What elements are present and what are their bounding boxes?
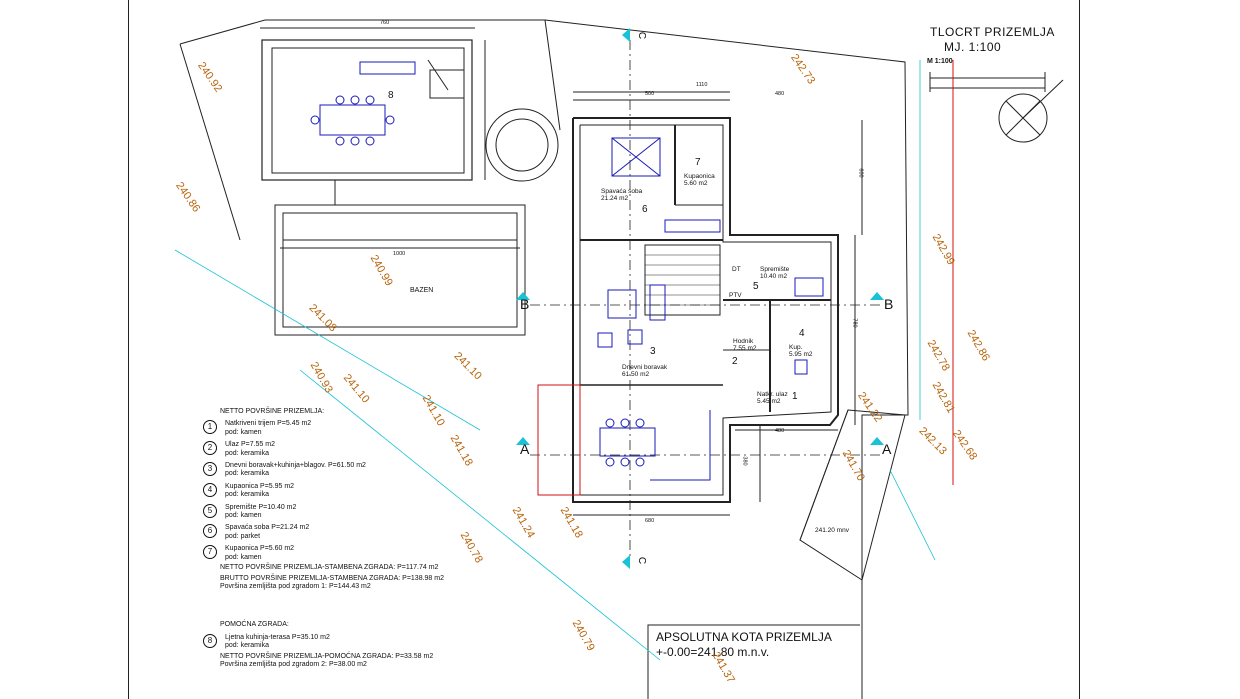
section-a-left: A <box>520 441 530 457</box>
dim-label: 1000 <box>393 251 406 257</box>
red-outline <box>537 384 581 496</box>
legend-total: BRUTTO POVRŠINE PRIZEMLJA-STAMBENA ZGRAD… <box>220 574 444 582</box>
section-c-bottom: C <box>636 556 648 565</box>
room-1-number: 1 <box>792 391 798 402</box>
section-a-right: A <box>882 441 892 457</box>
dt-label: DT <box>732 266 741 273</box>
terrace-outline <box>799 409 906 581</box>
dim-label: 480 <box>775 428 785 434</box>
dim-label: 760 <box>380 20 390 26</box>
legend-aux-total: NETTO POVRŠINE PRIZEMLJA-POMOĆNA ZGRADA:… <box>220 652 434 660</box>
north-compass-icon <box>998 93 1048 143</box>
drawing-title: TLOCRT PRIZEMLJA <box>930 25 1055 39</box>
room-bathroom4-label: Kup.5.95 m2 <box>789 344 813 358</box>
legend-total: Površina zemljišta pod zgradom 1: P=144.… <box>220 582 371 590</box>
legend-total: NETTO POVRŠINE PRIZEMLJA-STAMBENA ZGRADA… <box>220 564 439 572</box>
room-2-number: 2 <box>732 356 738 367</box>
legend-heading: NETTO POVRŠINE PRIZEMLJA: <box>220 408 325 415</box>
room-5-number: 5 <box>753 281 759 292</box>
site-boundary <box>179 19 909 699</box>
legend-aux-total: Površina zemljišta pod zgradom 2: P=38.0… <box>220 660 367 668</box>
terrain-level-label: 241.20 mnv <box>815 527 849 534</box>
section-b-right: B <box>884 296 894 312</box>
dim-label: 480 <box>775 91 785 97</box>
dim-label: 500 <box>645 91 655 97</box>
scale-bar-label: M 1:100 <box>927 58 953 65</box>
room-7-number: 7 <box>695 157 701 168</box>
dim-label: 600 <box>857 168 864 178</box>
main-house-wall <box>572 117 839 503</box>
dim-label: 780 <box>851 318 858 328</box>
legend-aux-heading: POMOĆNA ZGRADA: <box>220 621 289 629</box>
dim-label: 1110 <box>696 82 708 88</box>
ptv-label: PTV <box>729 292 742 299</box>
section-b-left: B <box>520 296 530 312</box>
room-6-number: 6 <box>642 204 648 215</box>
dim-label: 380 <box>741 456 748 466</box>
section-c-top: C <box>636 31 648 40</box>
dim-label: 680 <box>645 518 655 524</box>
absolute-level: APSOLUTNA KOTA PRIZEMLJA +-0.00=241.80 m… <box>656 630 832 659</box>
room-8-number: 8 <box>388 90 394 101</box>
room-3-number: 3 <box>650 346 656 357</box>
pool-outline <box>274 204 526 336</box>
pool-label: BAZEN <box>410 287 434 294</box>
drawing-scale: MJ. 1:100 <box>944 40 1002 54</box>
drawing-sheet <box>128 0 1080 699</box>
room-4-number: 4 <box>799 328 805 339</box>
summer-kitchen-outline <box>261 39 473 181</box>
